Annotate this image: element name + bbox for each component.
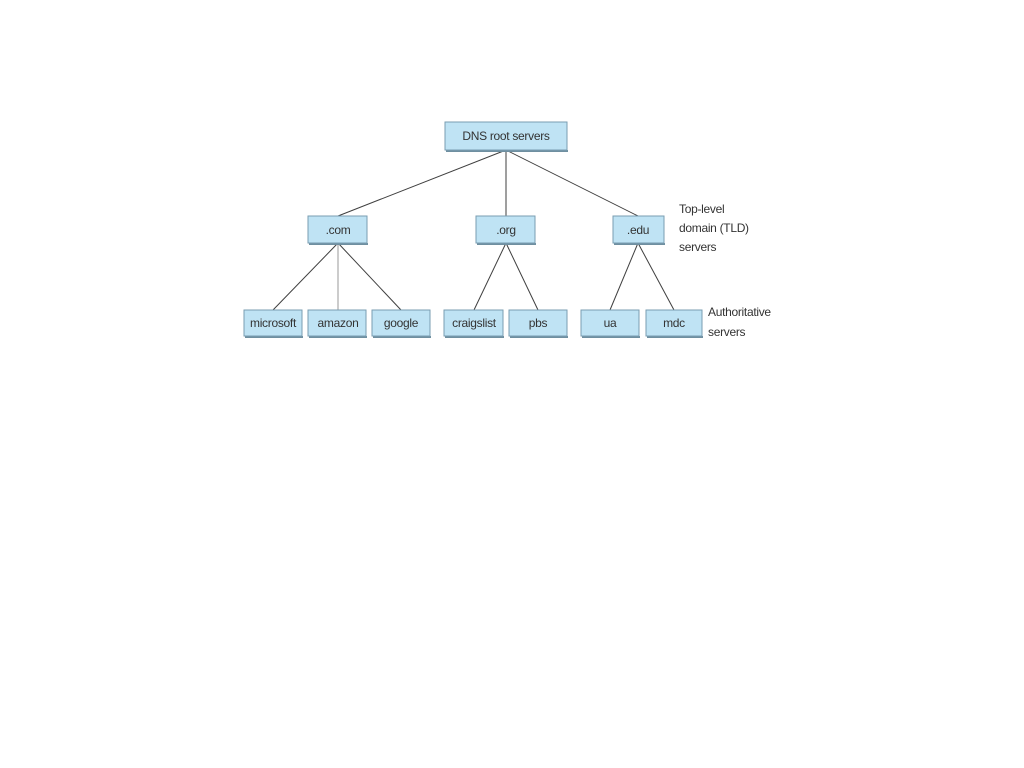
node-auth-ua: ua [580,309,640,338]
annotation-line: Top-level [679,202,724,216]
edge-com-google [337,242,402,311]
node-auth-microsoft: microsoft [243,309,303,338]
node-label: google [384,316,419,330]
annotation-authoritative-servers: Authoritative servers [708,305,772,339]
node-auth-amazon: amazon [307,309,367,338]
edge-org-pbs [505,242,539,311]
edge-com-microsoft [272,242,339,311]
node-tld-com: .com [307,215,368,245]
annotation-line: domain (TLD) [679,221,749,235]
node-auth-mdc: mdc [645,309,703,338]
edge-edu-mdc [637,242,675,311]
annotation-line: servers [708,325,746,339]
node-label: .org [496,223,515,237]
node-label: .com [326,223,351,237]
node-tld-org: .org [475,215,536,245]
edge-edu-ua [609,242,639,311]
node-label: mdc [663,316,685,330]
node-auth-pbs: pbs [508,309,568,338]
node-label: craigslist [452,316,497,330]
edge-root-com [337,149,507,217]
node-auth-google: google [371,309,431,338]
node-tld-edu: .edu [612,215,665,245]
node-label: DNS root servers [462,129,550,143]
edge-root-edu [505,149,639,217]
node-dns-root-servers: DNS root servers [444,121,568,152]
node-label: ua [604,316,617,330]
node-label: microsoft [250,316,297,330]
node-label: amazon [318,316,359,330]
annotation-tld-servers: Top-level domain (TLD) servers [679,202,749,254]
annotation-line: servers [679,240,717,254]
node-label: pbs [529,316,548,330]
node-label: .edu [627,223,649,237]
edge-org-craigslist [473,242,507,311]
annotation-line: Authoritative [708,305,771,319]
node-auth-craigslist: craigslist [443,309,504,338]
